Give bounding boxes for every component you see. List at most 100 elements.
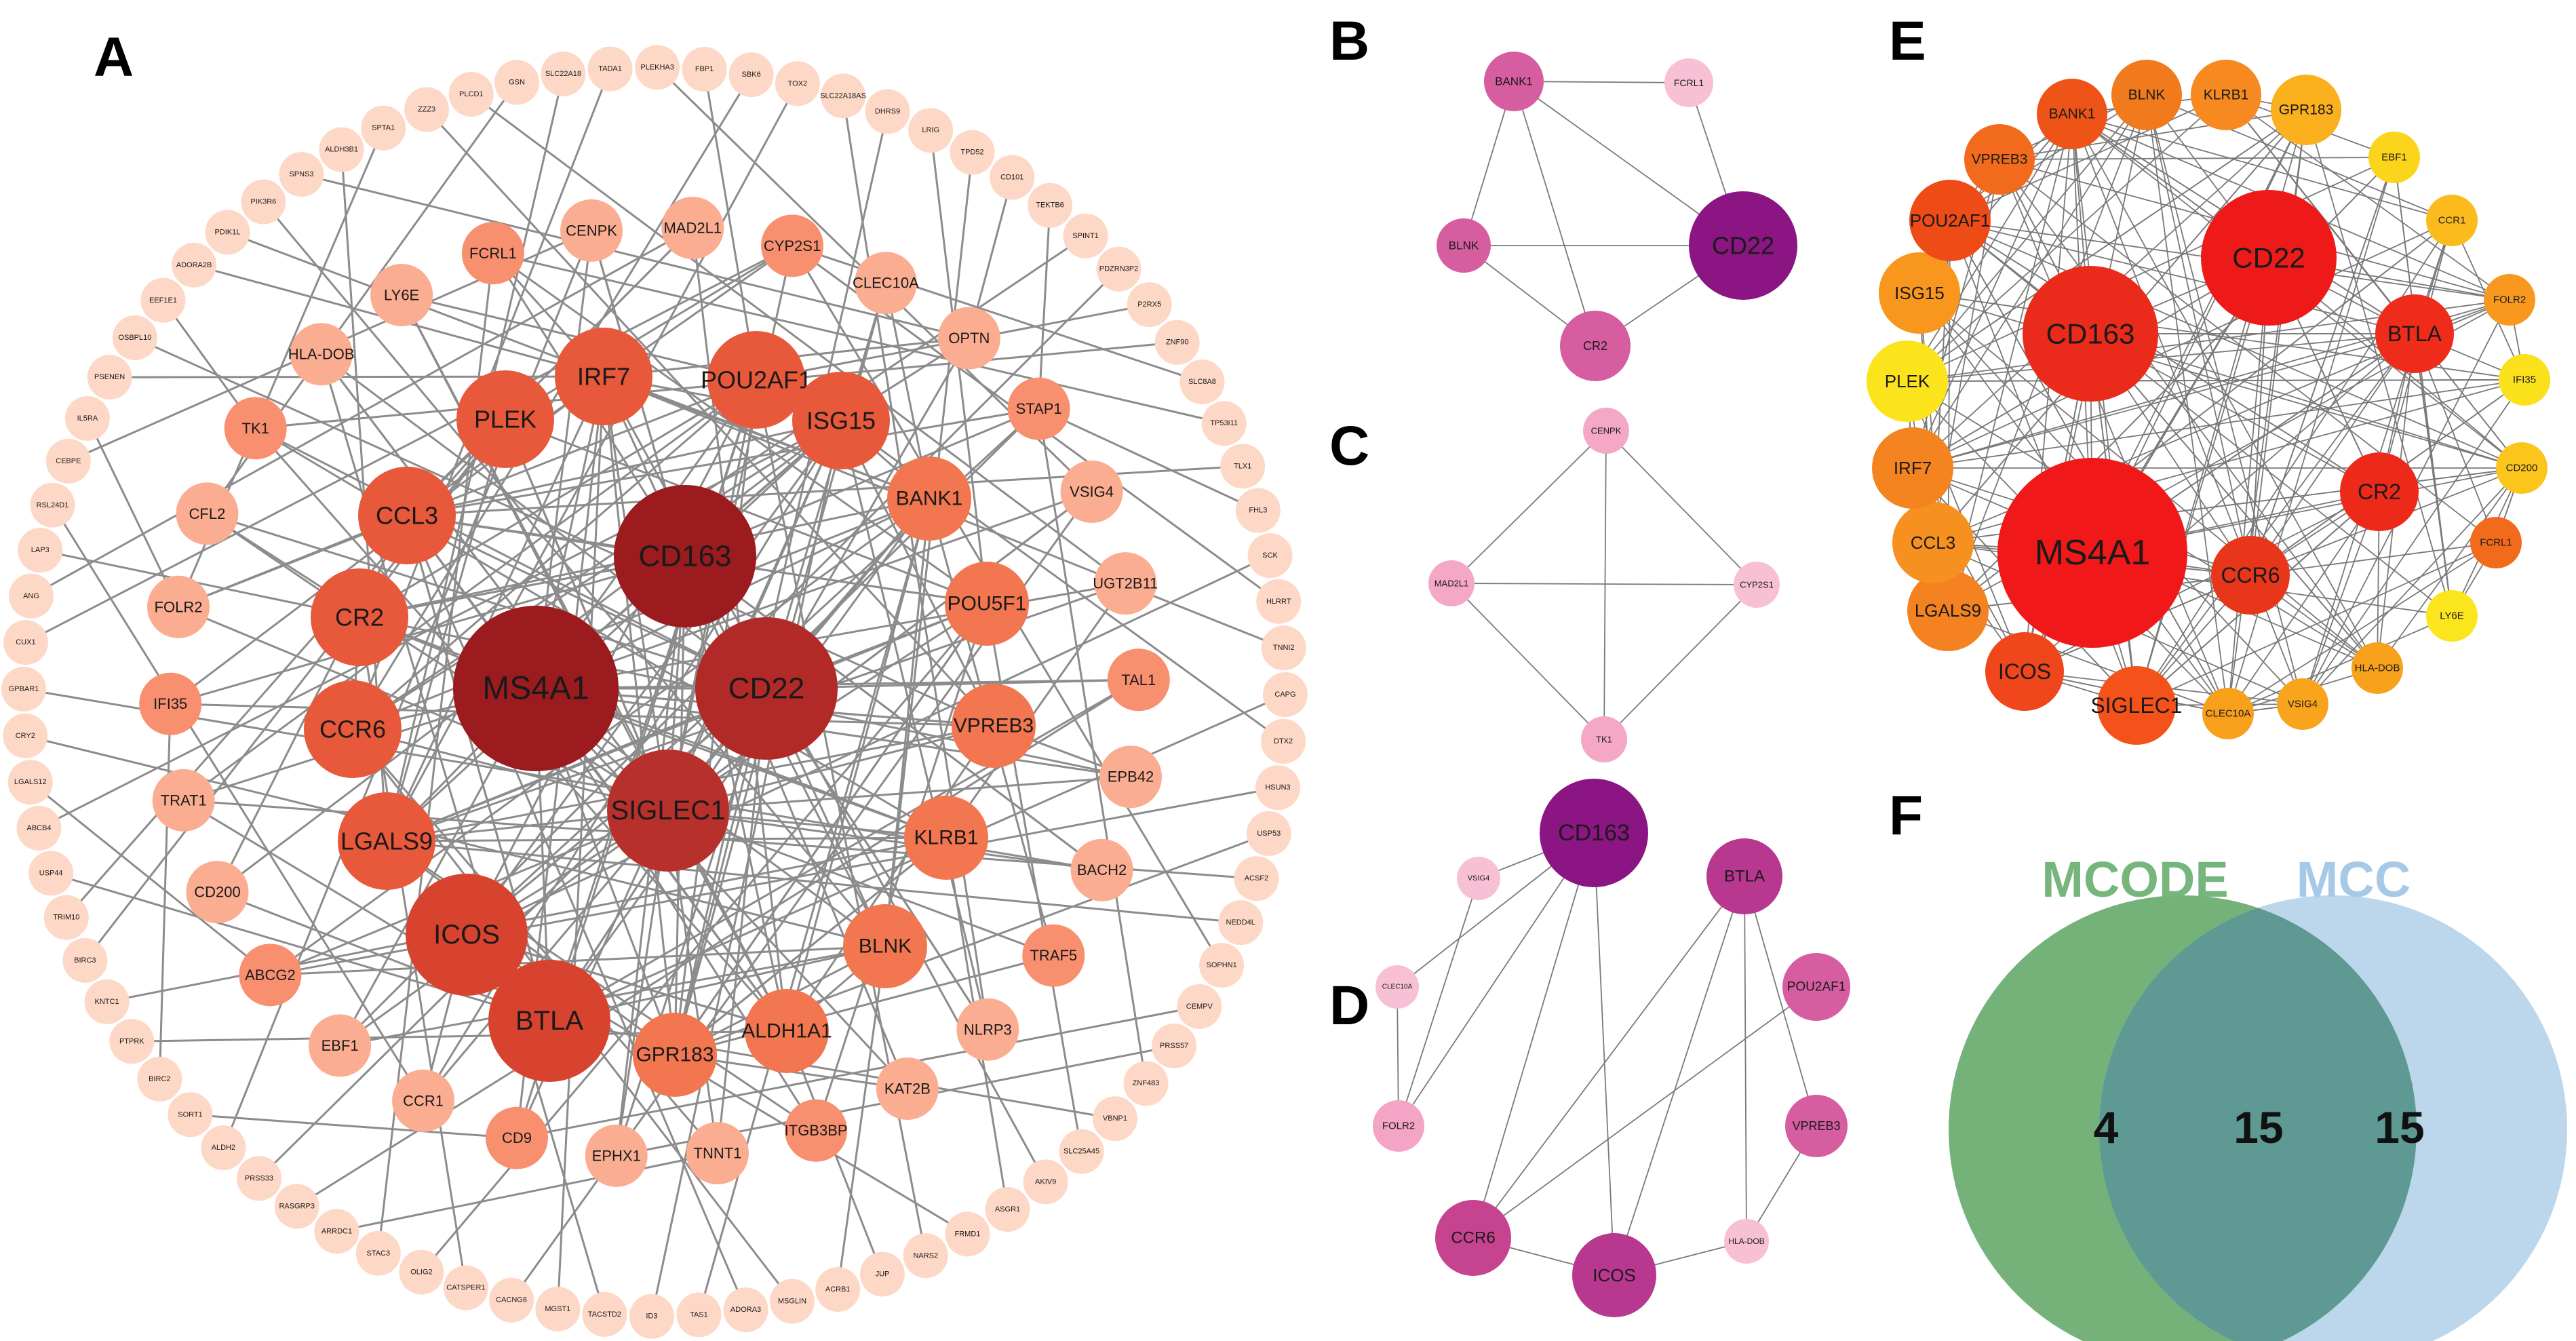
node-a-adora3-label: ADORA3 [730,1306,761,1314]
node-a-lrig: LRIG [908,108,954,153]
node-a-optn-circle [937,307,1000,370]
node-a-usp53-circle [1246,811,1291,856]
node-a-fbp1-label: FBP1 [695,65,714,73]
edge-e-2 [2136,257,2269,706]
node-a-aldh1a1-label: ALDH1A1 [741,1020,832,1043]
node-e-ly6e-circle [2426,590,2478,642]
node-a-tpd52-label: TPD52 [960,149,983,157]
node-a-bank1-circle [887,456,971,541]
node-a-pdik1l-label: PDIK1L [214,228,240,236]
node-a-jup-label: JUP [876,1270,890,1279]
node-b-blnk-circle [1437,218,1491,273]
node-e-vpreb3-circle [1964,124,2035,195]
node-a-gsn: GSN [494,60,540,105]
node-a-acsf2-label: ACSF2 [1245,874,1268,882]
node-b-fcrl1-circle [1664,58,1713,107]
node-a-lgals12: LGALS12 [7,760,53,805]
node-e-gpr183-label: GPR183 [2279,102,2334,118]
node-e-plek: PLEK [1867,341,1948,422]
node-a-abcb4-circle [16,805,62,851]
node-a-sort1: SORT1 [168,1092,213,1138]
node-a-ebf1-circle [309,1014,372,1077]
node-a-lap3: LAP3 [18,528,63,573]
node-a-tnni2-circle [1261,625,1306,671]
node-e-cd163: CD163 [2023,266,2158,402]
node-a-bach2-label: BACH2 [1077,861,1127,878]
node-a-tk1-label: TK1 [242,420,269,437]
node-a-eef1e1-label: EEF1E1 [149,296,177,305]
node-b-blnk-label: BLNK [1449,239,1479,252]
node-e-btla-circle [2375,294,2454,373]
node-e-blnk: BLNK [2111,60,2182,130]
node-a-mgst1: MGST1 [535,1286,581,1332]
node-a-spns3-label: SPNS3 [289,170,313,178]
node-a-p2rx5: P2RX5 [1127,282,1172,328]
node-a-siglec1-label: SIGLEC1 [611,796,726,825]
edge-d-11 [1472,986,1817,1239]
node-a-kat2b: KAT2B [876,1057,939,1121]
node-a-tektb6-circle [1028,182,1073,228]
node-a-blnk-label: BLNK [859,935,912,958]
node-a-fhl3-circle [1235,488,1281,533]
node-a-cry2: CRY2 [3,713,48,758]
edge-e-170 [2225,94,2510,300]
node-a-osbpl10: OSBPL10 [112,315,157,361]
node-a-ccr1: CCR1 [392,1069,455,1132]
node-d-btla-circle [1706,838,1782,914]
node-a-vpreb3-label: VPREB3 [954,715,1034,737]
edge-a-257 [24,735,886,948]
node-a-nlrp3-label: NLRP3 [964,1021,1012,1038]
node-b-cd22-label: CD22 [1712,232,1774,260]
node-a-icos: ICOS [406,874,528,996]
node-e-ifi35-circle [2499,354,2550,406]
edge-d-2 [1398,832,1595,1127]
node-a-frmd1-circle [945,1211,990,1257]
edge-d-3 [1472,832,1595,1239]
node-a-cd22: CD22 [695,617,838,760]
node-a-aldh1a1-circle [745,989,829,1073]
node-e-cd200-label: CD200 [2506,463,2538,474]
node-e-cr2: CR2 [2340,452,2419,531]
node-a-cd101-label: CD101 [1000,174,1023,182]
node-a-fcrl1-label: FCRL1 [469,245,517,262]
edge-a-239 [556,376,605,1309]
node-a-sck-circle [1247,533,1293,579]
node-e-ccr6-label: CCR6 [2221,563,2280,587]
node-a-kntc1-label: KNTC1 [95,998,119,1006]
edge-a-190 [400,294,669,811]
node-a-abcb4: ABCB4 [16,805,62,851]
edge-a-88 [359,378,757,619]
node-a-fhl3-label: FHL3 [1249,506,1267,514]
node-a-ms4a1: MS4A1 [453,606,619,771]
node-a-akiv9: AKIV9 [1023,1159,1068,1205]
edge-a-210 [492,252,1225,425]
node-a-cd101: CD101 [990,155,1035,200]
node-a-jup: JUP [859,1251,905,1297]
edge-a-202 [884,152,974,947]
node-d-vpreb3-circle [1785,1095,1848,1157]
node-a-irf7-label: IRF7 [577,363,630,391]
node-e-siglec1-circle [2097,666,2176,745]
edge-a-100 [385,419,507,842]
node-a-vbnp1: VBNP1 [1092,1096,1137,1142]
node-b-bank1-circle [1484,52,1544,111]
node-d-btla-label: BTLA [1724,868,1765,886]
node-a-cfl2: CFL2 [176,482,239,545]
node-e-klrb1-label: KLRB1 [2204,88,2249,103]
node-d-cd163: CD163 [1540,779,1648,887]
node-a-vpreb3-circle [952,684,1036,768]
node-a-cux1: CUX1 [3,620,48,665]
node-a-ebf1-label: EBF1 [321,1037,359,1054]
edge-a-132 [535,687,1131,778]
node-a-rsl24d1: RSL24D1 [30,482,75,528]
node-e-bank1: BANK1 [2037,79,2107,149]
edge-a-196 [703,69,758,381]
node-a-lgals12-label: LGALS12 [14,778,47,786]
edge-a-204 [1038,205,1051,409]
node-e-blnk-circle [2111,60,2182,130]
node-a-rsl24d1-label: RSL24D1 [37,501,69,509]
node-a-trim10: TRIM10 [43,895,89,940]
node-a-fbp1: FBP1 [682,47,727,92]
node-a-tacstd2-label: TACSTD2 [588,1310,621,1319]
